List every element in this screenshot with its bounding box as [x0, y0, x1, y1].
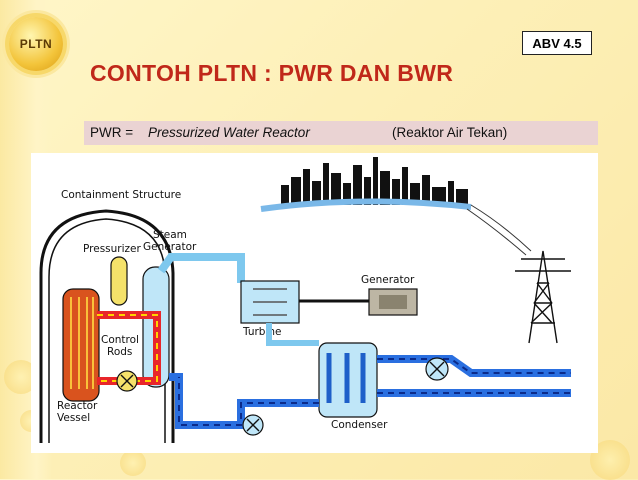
cooling-water-in — [377, 355, 571, 377]
transmission-tower-icon — [515, 250, 571, 344]
pltn-badge: PLTN — [9, 17, 63, 71]
label-steam: Steam — [153, 229, 187, 241]
power-line — [470, 204, 532, 252]
label-turbine: Turbine — [242, 326, 282, 338]
pwr-diagram: Containment Structure Pressurizer Steam … — [39, 157, 571, 443]
definition-translation: (Reaktor Air Tekan) — [392, 125, 508, 140]
label-steam-generator: Generator — [143, 241, 197, 253]
label-rods: Rods — [107, 346, 132, 358]
city-skyline — [281, 157, 468, 205]
control-rods — [70, 297, 94, 389]
label-pressurizer: Pressurizer — [83, 243, 141, 255]
definition-term: Pressurized Water Reactor — [148, 125, 310, 140]
definition-band: PWR = Pressurized Water Reactor (Reaktor… — [84, 121, 598, 145]
label-vessel: Vessel — [57, 412, 90, 424]
badge-label: PLTN — [19, 37, 53, 51]
definition-abbr: PWR = — [90, 125, 134, 140]
decor-bubble — [120, 450, 146, 476]
pwr-diagram-panel: Containment Structure Pressurizer Steam … — [31, 153, 598, 453]
slide-code: ABV 4.5 — [522, 31, 592, 55]
label-containment: Containment Structure — [61, 189, 181, 201]
pressurizer-tank — [110, 256, 128, 306]
label-generator: Generator — [361, 274, 415, 286]
label-control: Control — [101, 334, 139, 346]
steam-line — [157, 253, 245, 283]
label-reactor: Reactor — [57, 400, 98, 412]
power-line — [466, 208, 527, 256]
skyline-base-water — [260, 198, 472, 212]
feedwater-pipe — [169, 373, 319, 429]
label-condenser: Condenser — [331, 419, 388, 431]
slide-title: CONTOH PLTN : PWR DAN BWR — [90, 60, 454, 86]
